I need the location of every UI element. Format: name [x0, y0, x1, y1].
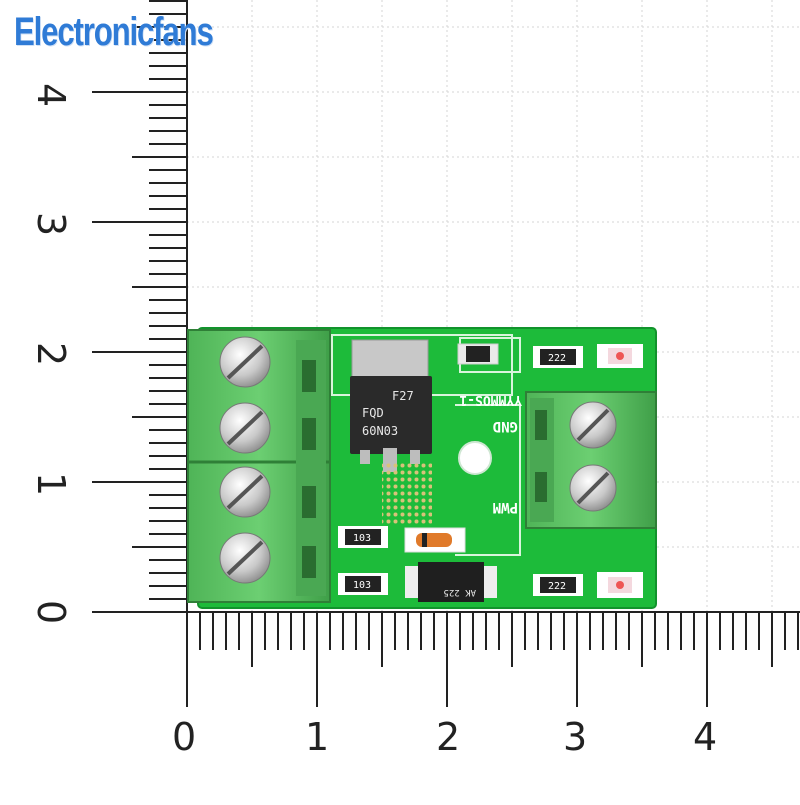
glass-diode: [404, 527, 466, 553]
svg-text:103: 103: [353, 533, 371, 544]
screw-icon: [219, 532, 271, 584]
mosfet-label-3: 60N03: [362, 424, 398, 438]
terminal-block-right: [525, 391, 657, 529]
svg-text:222: 222: [548, 353, 566, 364]
horizontal-ruler: [186, 611, 800, 707]
led-bottom: [597, 572, 643, 598]
x-tick-label-0: 0: [172, 715, 196, 759]
x-tick-label-3: 3: [563, 715, 587, 759]
brand-logo: Electronicfans: [14, 10, 214, 54]
screw-icon: [219, 336, 271, 388]
mosfet-module-board: F27 FQD 60N03 YYMMOS-1 GND PWM 222: [187, 327, 657, 609]
y-tick-label-0: 0: [29, 600, 73, 624]
svg-text:AK 225: AK 225: [443, 587, 476, 597]
svg-text:103: 103: [353, 580, 371, 591]
mosfet-chip: F27 FQD 60N03: [350, 339, 432, 472]
resistor-left-lower: 103: [338, 573, 388, 595]
resistor-top-right: 222: [533, 346, 583, 368]
screw-icon: [569, 401, 617, 449]
x-tick-label-4: 4: [693, 715, 717, 759]
pwm-label: PWM: [493, 499, 518, 515]
led-top: [597, 344, 643, 368]
terminal-block-left: [187, 329, 331, 603]
mosfet-label-1: F27: [392, 389, 414, 403]
y-tick-label-2: 2: [29, 342, 73, 366]
y-tick-label-3: 3: [29, 212, 73, 236]
y-tick-label-4: 4: [29, 83, 73, 107]
mosfet-label-2: FQD: [362, 406, 384, 420]
vertical-ruler: [92, 0, 188, 613]
x-tick-label-2: 2: [436, 715, 460, 759]
screw-icon: [219, 466, 271, 518]
screw-icon: [569, 464, 617, 512]
via-array: [382, 462, 432, 524]
model-label: YYMMOS-1: [459, 392, 522, 407]
optocoupler: AK 225: [405, 562, 497, 602]
gnd-label: GND: [493, 418, 518, 434]
y-tick-label-1: 1: [29, 472, 73, 496]
resistor-bottom-right: 222: [533, 574, 583, 596]
mounting-hole: [458, 441, 492, 475]
x-tick-label-1: 1: [305, 715, 329, 759]
screw-icon: [219, 402, 271, 454]
resistor-left-upper: 103: [338, 526, 388, 548]
svg-text:222: 222: [548, 581, 566, 592]
